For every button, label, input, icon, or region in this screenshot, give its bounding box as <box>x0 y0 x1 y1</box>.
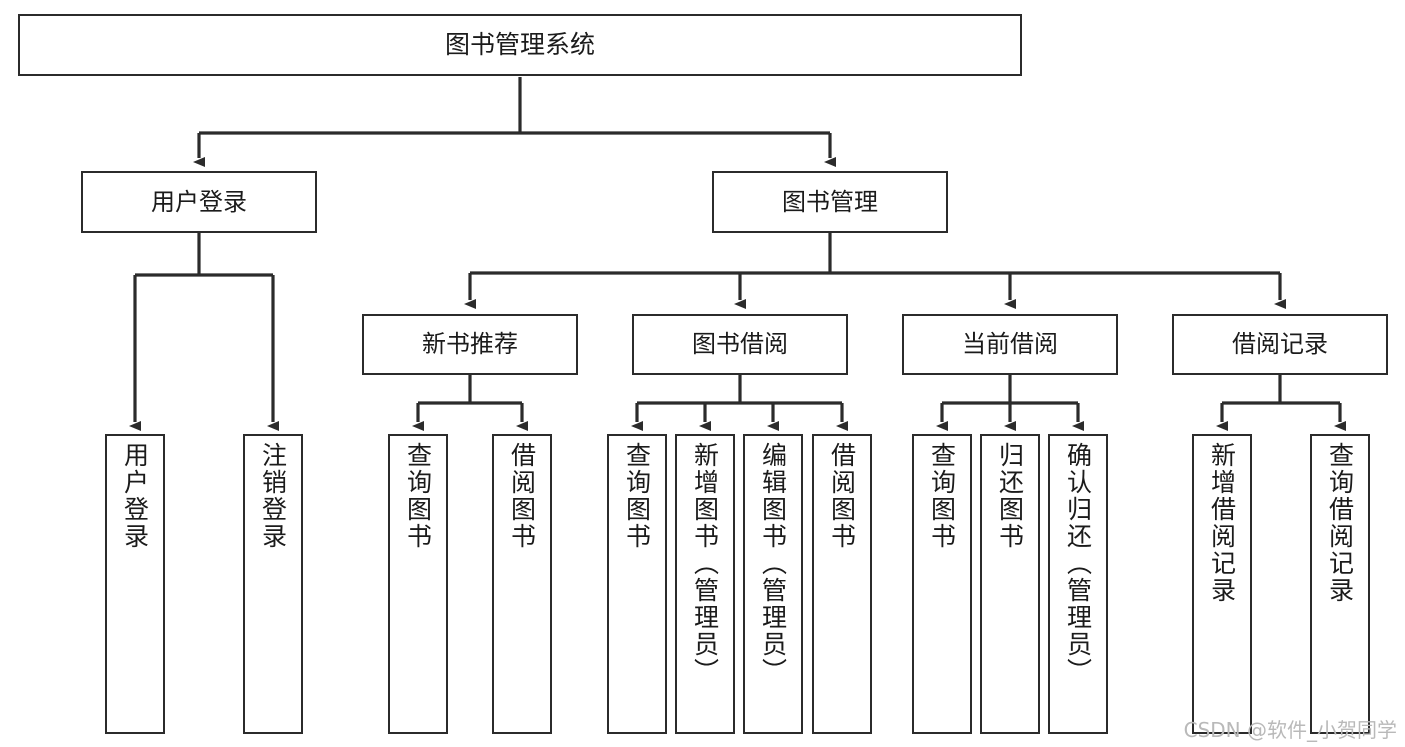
node-leaf-borrow-book-recommend[interactable]: 借阅图书 <box>492 434 552 734</box>
node-leaf-query-book-current[interactable]: 查询图书 <box>912 434 972 734</box>
node-label: 查询图书 <box>403 442 433 550</box>
node-label: 图书管理系统 <box>444 30 595 59</box>
node-label: 新增借阅记录 <box>1207 442 1237 604</box>
node-current-borrow[interactable]: 当前借阅 <box>902 314 1118 375</box>
node-label: 当前借阅 <box>962 330 1058 359</box>
node-leaf-add-book[interactable]: 新增图书（管理员） <box>675 434 735 734</box>
node-label: 归还图书 <box>995 442 1025 550</box>
node-leaf-edit-book[interactable]: 编辑图书（管理员） <box>743 434 803 734</box>
node-leaf-return-book[interactable]: 归还图书 <box>980 434 1040 734</box>
node-leaf-user-login[interactable]: 用户登录 <box>105 434 165 734</box>
node-leaf-add-borrow-record[interactable]: 新增借阅记录 <box>1192 434 1252 734</box>
node-book-management[interactable]: 图书管理 <box>712 171 948 233</box>
node-label: 新增图书（管理员） <box>690 442 720 685</box>
node-label: 新书推荐 <box>422 330 518 359</box>
node-root-book-management-system[interactable]: 图书管理系统 <box>18 14 1022 76</box>
node-book-borrow[interactable]: 图书借阅 <box>632 314 848 375</box>
node-leaf-query-book-recommend[interactable]: 查询图书 <box>388 434 448 734</box>
node-label: 查询借阅记录 <box>1325 442 1355 604</box>
node-leaf-borrow-book[interactable]: 借阅图书 <box>812 434 872 734</box>
node-leaf-confirm-return[interactable]: 确认归还（管理员） <box>1048 434 1108 734</box>
node-label: 确认归还（管理员） <box>1063 442 1093 685</box>
node-label: 用户登录 <box>151 187 247 216</box>
node-borrow-record[interactable]: 借阅记录 <box>1172 314 1388 375</box>
node-label: 借阅图书 <box>827 442 857 550</box>
node-label: 借阅图书 <box>507 442 537 550</box>
node-label: 借阅记录 <box>1232 330 1328 359</box>
node-label: 查询图书 <box>622 442 652 550</box>
node-leaf-logout[interactable]: 注销登录 <box>243 434 303 734</box>
node-label: 注销登录 <box>258 442 288 550</box>
node-label: 编辑图书（管理员） <box>758 442 788 685</box>
node-leaf-query-book-borrow[interactable]: 查询图书 <box>607 434 667 734</box>
node-label: 图书管理 <box>782 187 878 216</box>
node-label: 用户登录 <box>120 442 150 550</box>
node-label: 图书借阅 <box>692 330 788 359</box>
node-new-book-recommend[interactable]: 新书推荐 <box>362 314 578 375</box>
node-user-login[interactable]: 用户登录 <box>81 171 317 233</box>
node-leaf-query-borrow-record[interactable]: 查询借阅记录 <box>1310 434 1370 734</box>
node-label: 查询图书 <box>927 442 957 550</box>
